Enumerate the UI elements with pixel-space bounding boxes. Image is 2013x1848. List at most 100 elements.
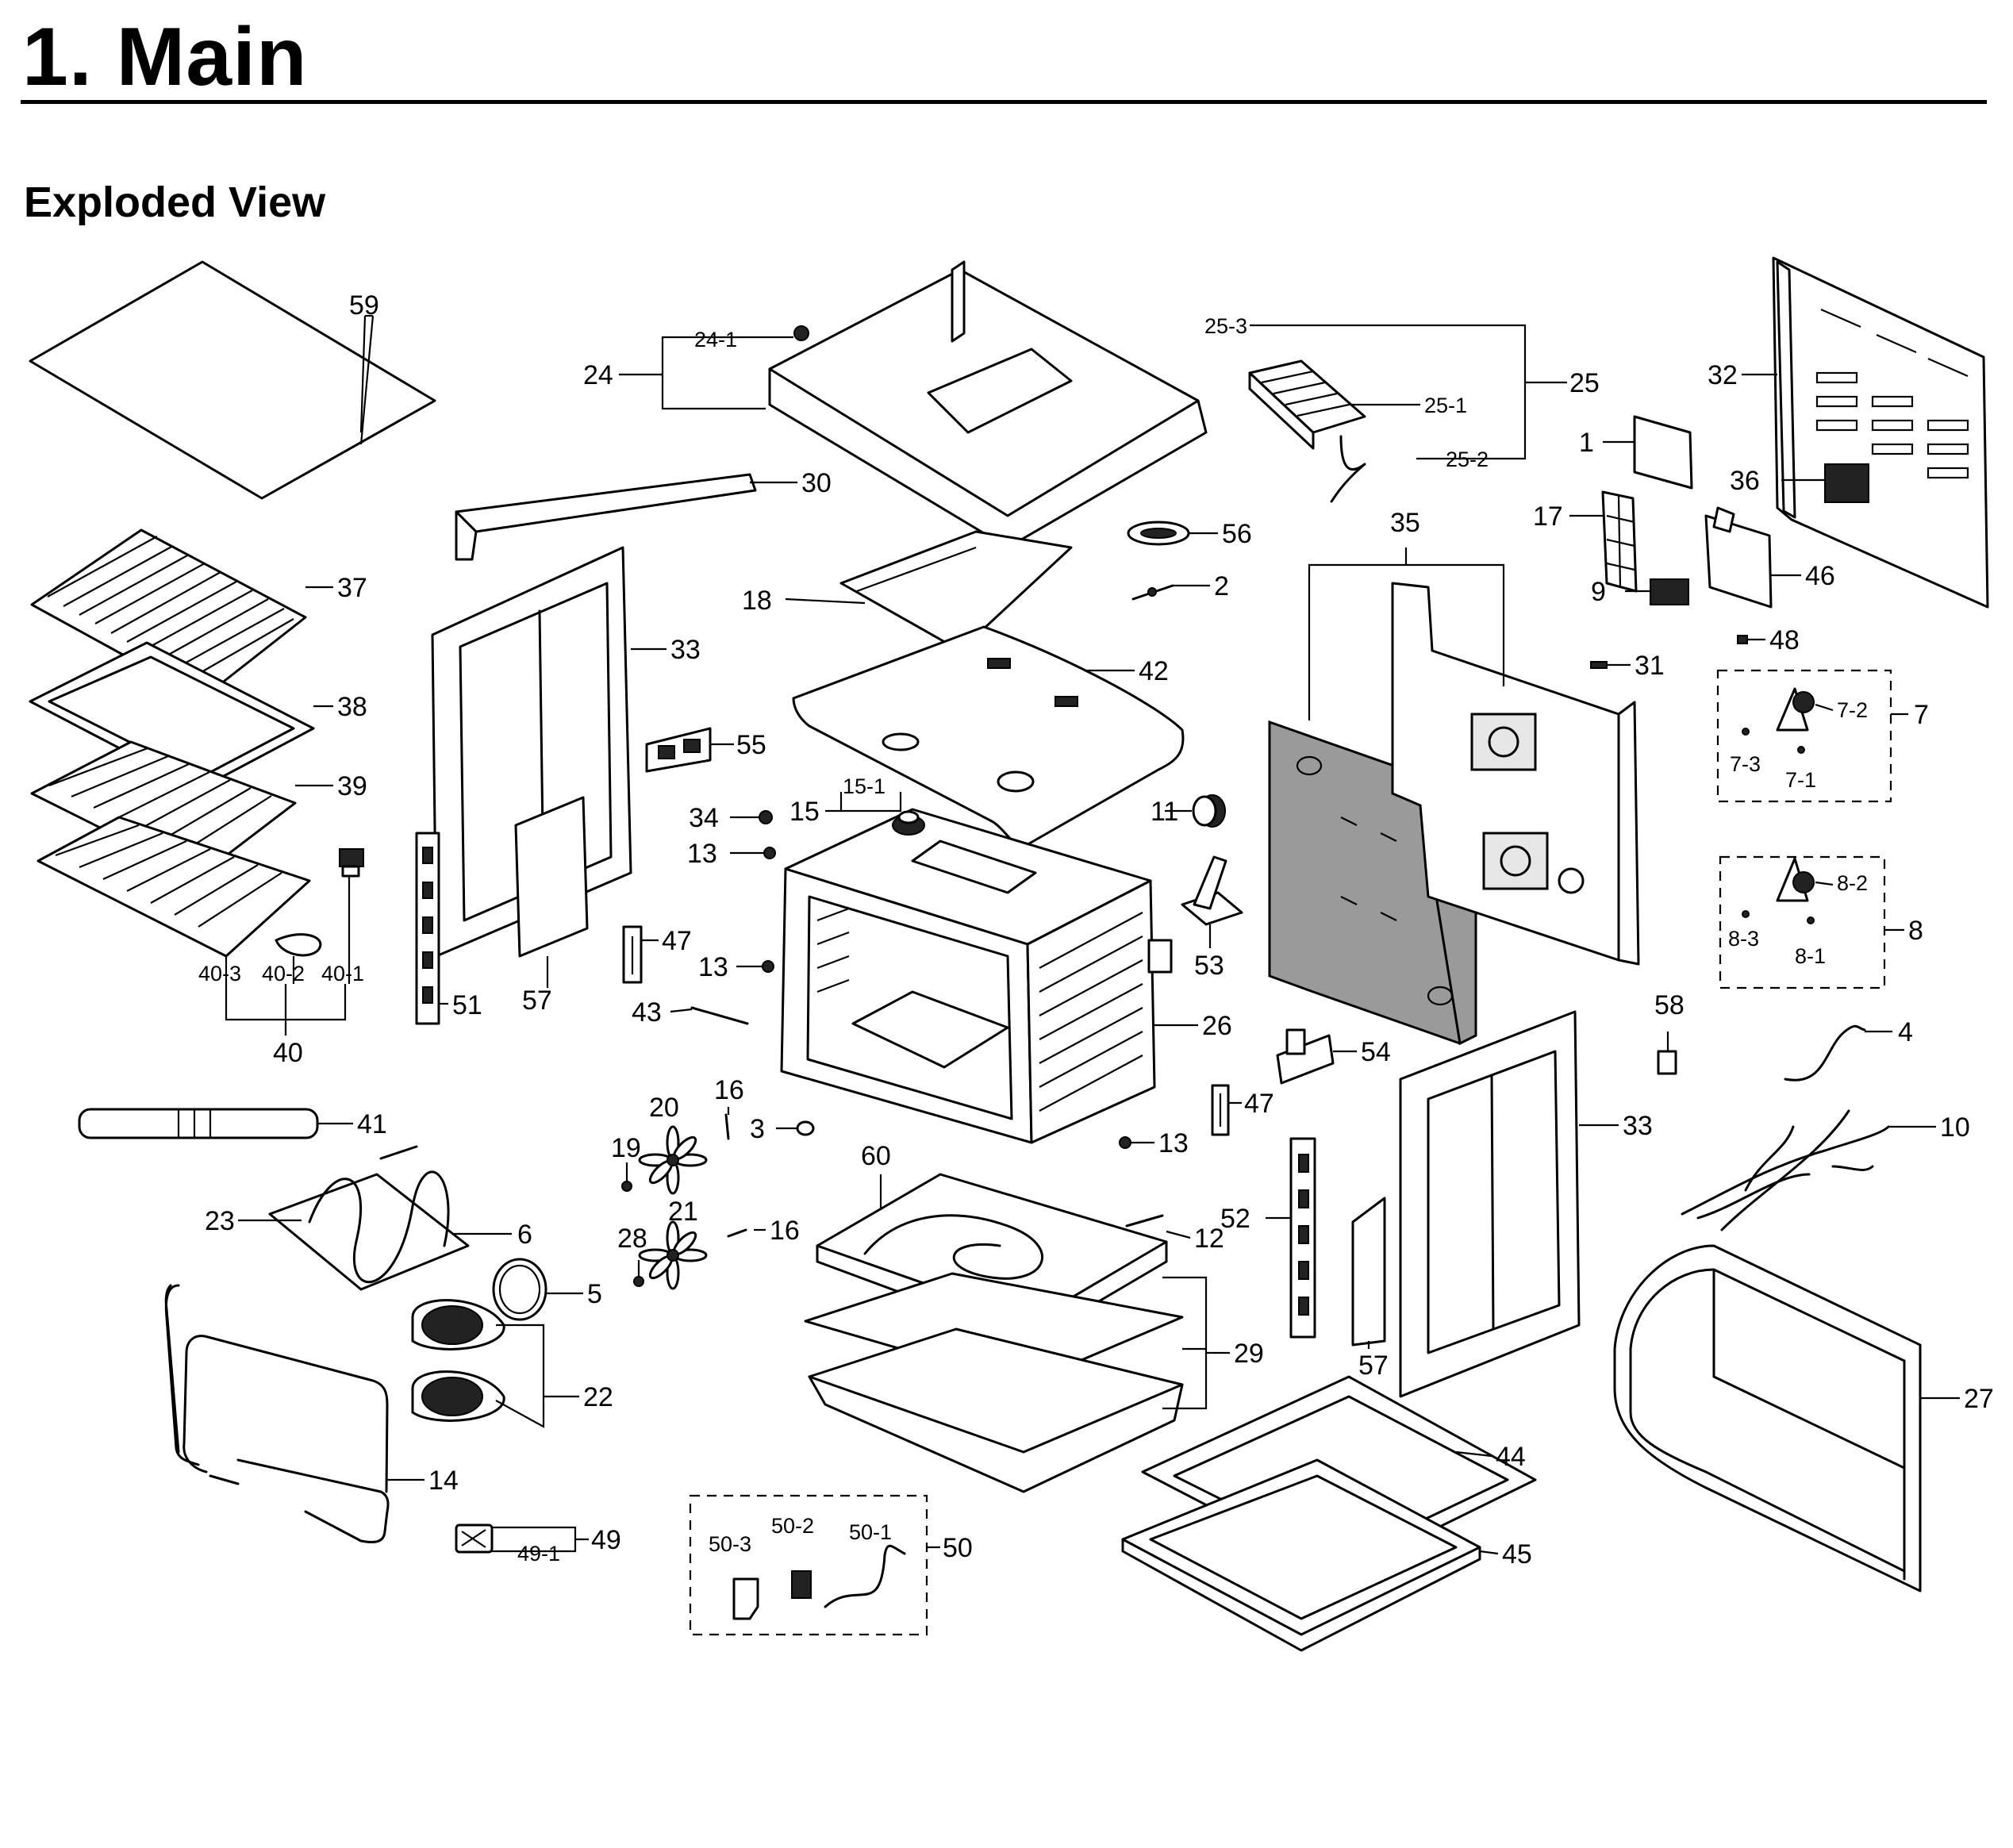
- label-52: 52: [1220, 1204, 1250, 1234]
- part-51-hinge-strip: [415, 832, 440, 1025]
- label-46: 46: [1805, 561, 1835, 591]
- label-51: 51: [452, 990, 482, 1020]
- part-35-back-frame: [1391, 582, 1640, 966]
- part-54-bracket: [1276, 1028, 1335, 1085]
- part-8-kit: [1719, 855, 1886, 989]
- part-14-door-gasket: [164, 1284, 390, 1543]
- label-28: 28: [617, 1224, 647, 1254]
- part-27-outer-shell: [1613, 1244, 1922, 1593]
- label-22: 22: [583, 1382, 613, 1412]
- part-25-assembly: [1248, 359, 1366, 503]
- label-56: 56: [1222, 519, 1252, 549]
- label-3: 3: [750, 1114, 765, 1144]
- label-29: 29: [1234, 1339, 1264, 1369]
- label-53: 53: [1194, 951, 1224, 981]
- part-29-bottom-plate-lower: [808, 1327, 1184, 1493]
- label-9: 9: [1591, 577, 1606, 607]
- part-40-1-bracket: [339, 848, 364, 878]
- label-18: 18: [742, 586, 772, 616]
- part-26-oven-cavity: [780, 808, 1173, 1144]
- part-31-clip: [1590, 661, 1608, 669]
- part-28-nut: [633, 1276, 644, 1287]
- label-23: 23: [205, 1206, 235, 1236]
- label-40-1: 40-1: [321, 962, 364, 985]
- label-12: 12: [1194, 1224, 1224, 1254]
- part-32-rear-panel: [1772, 256, 1989, 609]
- label-4: 4: [1898, 1017, 1913, 1047]
- label-17: 17: [1533, 501, 1563, 532]
- label-7-2: 7-2: [1837, 698, 1868, 722]
- label-8: 8: [1908, 916, 1923, 946]
- label-10: 10: [1940, 1112, 1970, 1143]
- label-47-left: 47: [662, 926, 692, 956]
- label-48: 48: [1769, 625, 1800, 655]
- label-7: 7: [1914, 700, 1929, 730]
- part-20-fan-blade: [638, 1125, 708, 1195]
- label-8-2: 8-2: [1837, 871, 1868, 895]
- label-16-a: 16: [714, 1075, 744, 1105]
- title-rule: [21, 100, 1987, 104]
- label-33-left: 33: [670, 635, 701, 665]
- label-8-1: 8-1: [1795, 944, 1826, 968]
- part-13-screw-c: [1119, 1136, 1131, 1149]
- label-41: 41: [357, 1109, 387, 1139]
- label-50-3: 50-3: [709, 1532, 751, 1556]
- label-13-c: 13: [1158, 1128, 1189, 1158]
- part-56-seal: [1127, 521, 1190, 546]
- label-8-3: 8-3: [1728, 927, 1759, 951]
- label-30: 30: [801, 468, 832, 498]
- part-10-wire-harness: [1681, 1109, 1890, 1231]
- label-7-1: 7-1: [1785, 768, 1816, 792]
- part-5-gasket-ring: [492, 1258, 547, 1321]
- part-58-sensor: [1657, 1050, 1677, 1075]
- label-40: 40: [273, 1038, 303, 1068]
- part-16-screw-b: [727, 1228, 747, 1238]
- label-2: 2: [1214, 571, 1229, 601]
- label-15-1: 15-1: [843, 774, 885, 798]
- callout-labels: 59 37 38 39 40-3 40-2 40-1 40 41 23 6 5 …: [198, 290, 1994, 1569]
- label-26: 26: [1202, 1011, 1232, 1041]
- part-53-latch: [1181, 855, 1243, 926]
- part-13-screw-b: [762, 960, 774, 973]
- part-21-fan-blade: [638, 1220, 708, 1290]
- part-55-bracket: [645, 727, 712, 773]
- part-46-bracket: [1704, 506, 1773, 609]
- label-25-2: 25-2: [1446, 448, 1489, 471]
- label-42: 42: [1139, 656, 1169, 686]
- label-19: 19: [611, 1133, 641, 1163]
- label-40-3: 40-3: [198, 962, 241, 985]
- part-42-cover: [792, 625, 1185, 851]
- part-40-2-clip: [275, 933, 322, 957]
- label-20: 20: [649, 1093, 679, 1123]
- part-1-label: [1633, 415, 1693, 490]
- label-25: 25: [1569, 368, 1600, 398]
- section-subtitle: Exploded View: [24, 179, 326, 226]
- part-37-oven-rack: [30, 528, 307, 700]
- label-55: 55: [736, 730, 766, 760]
- part-22-lamp-cover-upper: [411, 1299, 505, 1350]
- label-44: 44: [1496, 1442, 1526, 1472]
- part-22-lamp-cover-lower: [411, 1370, 505, 1422]
- part-43-rod: [690, 1006, 749, 1025]
- part-38-frame: [29, 641, 315, 791]
- label-1: 1: [1579, 428, 1594, 458]
- part-40-3-rack: [36, 816, 311, 958]
- part-59-top-panel: [29, 260, 436, 500]
- part-33-door-right: [1399, 1010, 1581, 1398]
- page-title: 1. Main: [22, 11, 308, 103]
- part-48-clip: [1737, 635, 1748, 644]
- label-50-1: 50-1: [849, 1520, 892, 1544]
- label-50: 50: [943, 1533, 973, 1563]
- label-43: 43: [632, 997, 662, 1028]
- part-47-bracket-right: [1211, 1084, 1230, 1136]
- label-25-1: 25-1: [1424, 394, 1467, 417]
- label-35: 35: [1390, 508, 1420, 538]
- label-15: 15: [789, 797, 820, 827]
- label-13-a: 13: [687, 839, 717, 869]
- part-50-kit: [689, 1494, 928, 1636]
- part-15-fan-motor: [892, 810, 925, 836]
- label-6: 6: [517, 1220, 532, 1250]
- part-57-insulation-right: [1351, 1197, 1386, 1347]
- part-49-bracket: [455, 1523, 494, 1554]
- label-49-1: 49-1: [517, 1542, 560, 1566]
